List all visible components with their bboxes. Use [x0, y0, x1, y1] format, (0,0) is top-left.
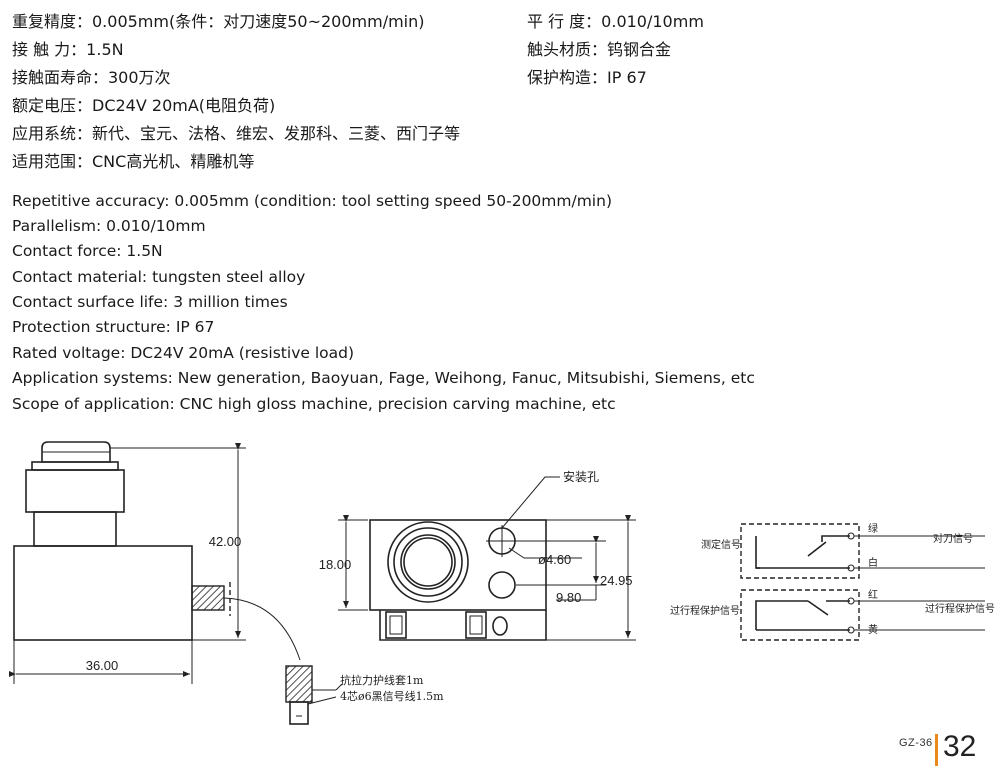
measure-signal-label: 测定信号 — [701, 538, 741, 551]
total-height-dim: 24.95 — [600, 573, 633, 588]
spec-cn-contact-force: 接 触 力：1.5N — [12, 40, 124, 59]
mount-hole-label: 安装孔 — [563, 469, 599, 484]
spec-cn-systems: 应用系统：新代、宝元、法格、维宏、发那科、三菱、西门子等 — [12, 124, 461, 143]
spec-cn-scope: 适用范围：CNC高光机、精雕机等 — [12, 152, 255, 171]
spec-en-repeat-accuracy: Repetitive accuracy: 0.005mm (condition:… — [12, 192, 612, 210]
spec-cn-material: 触头材质：钨钢合金 — [527, 40, 672, 59]
spec-en-material: Contact material: tungsten steel alloy — [12, 268, 306, 286]
spec-cn-rated-voltage: 额定电压：DC24V 20mA(电阻负荷) — [12, 96, 276, 115]
spec-en-contact-force: Contact force: 1.5N — [12, 242, 163, 260]
spec-en-parallelism: Parallelism: 0.010/10mm — [12, 217, 206, 235]
spec-en-surface-life: Contact surface life: 3 million times — [12, 293, 288, 311]
wire-yellow-label: 黄 — [868, 623, 878, 636]
footer-accent-bar — [935, 734, 938, 766]
side-view-drawing — [9, 441, 343, 725]
tool-signal-label: 对刀信号 — [933, 532, 973, 545]
overtravel-signal-left-label: 过行程保护信号 — [670, 604, 740, 617]
cable-note-signal: 4芯ø6黑信号线1.5m — [340, 689, 444, 703]
wire-green-label: 绿 — [868, 522, 878, 535]
top-height-dim: 18.00 — [319, 557, 352, 572]
spec-en-scope: Scope of application: CNC high gloss mac… — [12, 395, 616, 413]
cable-note-sleeve: 抗拉力护线套1m — [340, 673, 424, 687]
spec-en-systems: Application systems: New generation, Bao… — [12, 369, 755, 387]
spec-en-rated-voltage: Rated voltage: DC24V 20mA (resistive loa… — [12, 344, 354, 362]
page-number: 32 — [943, 730, 977, 763]
spec-en-protection: Protection structure: IP 67 — [12, 318, 215, 336]
wire-red-label: 红 — [868, 588, 878, 601]
side-width-dim: 36.00 — [86, 658, 119, 673]
spec-cn-repeat-accuracy: 重复精度：0.005mm(条件：对刀速度50~200mm/min) — [12, 12, 425, 31]
hole-diameter-dim: ø4.60 — [538, 552, 571, 567]
hole-pitch-dim: 9.80 — [556, 590, 581, 605]
wiring-diagram — [740, 523, 985, 641]
side-height-dim: 42.00 — [209, 534, 242, 549]
overtravel-signal-right-label: 过行程保护信号 — [925, 602, 995, 615]
footer-code: GZ-36 — [899, 737, 933, 749]
top-view-drawing — [338, 476, 636, 641]
wire-white-label: 白 — [868, 556, 878, 569]
spec-cn-parallelism: 平 行 度：0.010/10mm — [527, 12, 704, 31]
spec-cn-surface-life: 接触面寿命：300万次 — [12, 68, 171, 87]
spec-cn-protection: 保护构造：IP 67 — [527, 68, 647, 87]
